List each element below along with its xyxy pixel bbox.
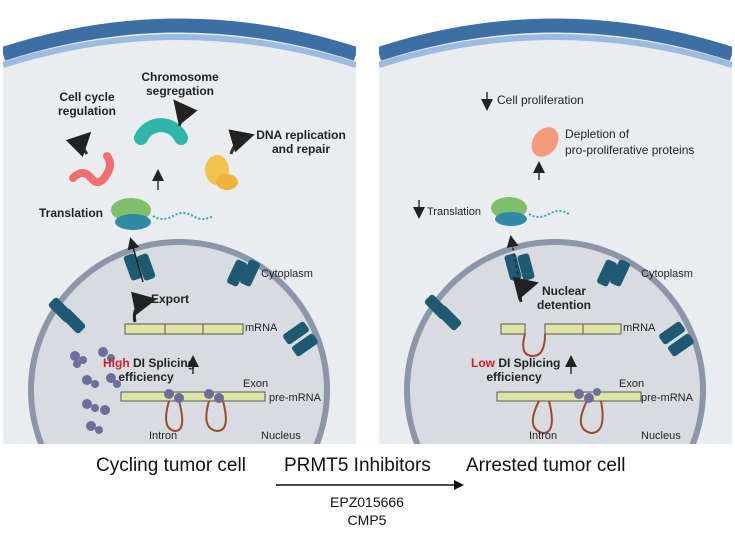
cycling-cell-illustration — [3, 2, 356, 444]
cell-membrane — [3, 18, 356, 61]
intron-label: Intron — [149, 430, 178, 442]
protein-icon — [531, 127, 559, 157]
protein-icon — [134, 118, 188, 145]
splicing-efficiency-label: High DI Splicing efficiency — [103, 356, 196, 384]
nuclear-pore-icon — [48, 297, 86, 334]
pre-mrna-strand — [496, 391, 642, 435]
exon-label: Exon — [619, 378, 645, 390]
mrna-strand — [500, 323, 622, 358]
curved-arrow-icon — [65, 131, 92, 158]
pre-mrna-label: pre-mRNA — [269, 392, 321, 404]
splicing-level-high: High — [103, 356, 130, 370]
protein-icon — [205, 155, 238, 190]
nuclear-pore-icon — [227, 259, 260, 287]
curved-arrow-icon — [228, 129, 255, 155]
prmt5-inhibitors-title: PRMT5 Inhibitors — [284, 455, 431, 476]
drug-epz015666: EPZ015666 — [330, 494, 404, 510]
intron-label: Intron — [529, 430, 558, 442]
translation-label: Translation — [427, 206, 482, 218]
nuclear-pore-icon — [659, 321, 694, 357]
cell-membrane — [379, 18, 732, 61]
arrested-cell-panel: Cell proliferation Depletion of pro-prol… — [379, 2, 732, 444]
mrna-label: mRNA — [623, 322, 656, 334]
depletion-label: Depletion of pro-proliferative proteins — [565, 127, 695, 157]
cycling-cell-panel: Cell cycle regulation Chromosome segrega… — [3, 2, 356, 444]
spliceosome-icon — [70, 347, 224, 434]
curved-arrow-icon — [512, 276, 539, 303]
cytoplasm-label: Cytoplasm — [261, 268, 313, 280]
ribosome-icon — [111, 198, 214, 230]
cell-cycle-label: Cell cycle regulation — [57, 90, 116, 118]
chromosome-label: Chromosome segregation — [141, 70, 219, 98]
nuclear-detention-label: Nuclear detention — [537, 284, 591, 312]
cytoplasm-label: Cytoplasm — [641, 268, 693, 280]
curved-arrow-icon — [173, 99, 198, 127]
treatment-arrow-icon — [276, 480, 464, 490]
drug-cmp5: CMP5 — [347, 512, 387, 528]
pre-mrna-label: pre-mRNA — [641, 392, 693, 404]
mrna-label: mRNA — [245, 322, 278, 334]
arrested-tumor-cell-title: Arrested tumor cell — [466, 455, 626, 476]
mrna-strand — [124, 323, 244, 335]
spliceosome-icon — [574, 388, 601, 403]
curved-arrow-icon — [130, 291, 157, 323]
protein-icon — [69, 152, 114, 187]
cell-proliferation-label: Cell proliferation — [497, 93, 584, 107]
blocked-export-arrow-icon — [506, 235, 520, 281]
nucleus-label: Nucleus — [641, 430, 681, 442]
translation-label: Translation — [39, 206, 104, 220]
nuclear-pore-icon — [123, 253, 156, 281]
exon-label: Exon — [243, 378, 269, 390]
splicing-level-low: Low — [471, 356, 495, 370]
nuclear-pore-icon — [597, 259, 630, 287]
dna-label: DNA replication and repair — [256, 128, 346, 156]
ribosome-icon — [491, 197, 570, 226]
nuclear-pore-icon — [283, 321, 318, 357]
pre-mrna-strand — [120, 391, 266, 433]
export-label: Export — [151, 292, 190, 306]
nuclear-pore-icon — [424, 294, 462, 331]
arrested-cell-illustration — [379, 2, 732, 444]
splicing-efficiency-label: Low DI Splicing efficiency — [471, 356, 561, 384]
export-arrow-icon — [127, 237, 144, 283]
cycling-tumor-cell-title: Cycling tumor cell — [96, 455, 246, 476]
nucleus-label: Nucleus — [261, 430, 301, 442]
